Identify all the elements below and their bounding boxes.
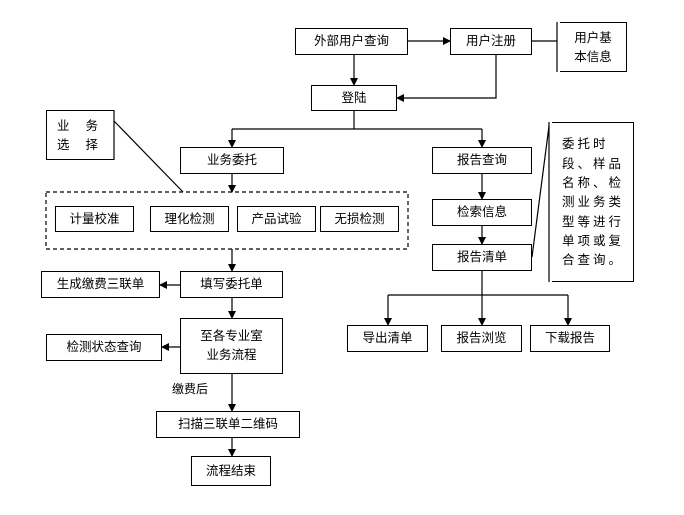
- external-user-query-node: 外部用户查询: [295, 28, 408, 55]
- report-query-node: 报告查询: [432, 147, 532, 174]
- fill-entrust-form-node: 填写委托单: [180, 271, 283, 298]
- business-options-note: 业 务 选 择: [46, 110, 114, 160]
- after-payment-label: 缴费后: [172, 382, 209, 396]
- measurement-calibration-node: 计量校准: [55, 206, 134, 232]
- product-test-node: 产品试验: [237, 206, 316, 232]
- retrieve-info-node: 检索信息: [432, 199, 532, 226]
- query-note: 委托时 段、样品 名称、检 测业务类 型等进行 单项或复 合查询。: [552, 122, 634, 282]
- edge-note-pointer: [531, 125, 550, 258]
- ndt-test-node: 无损检测: [320, 206, 399, 232]
- generate-triplicate-node: 生成缴费三联单: [41, 271, 160, 298]
- edge-options-pointer: [113, 120, 184, 193]
- business-entrust-node: 业务委托: [180, 147, 284, 174]
- scan-qr-node: 扫描三联单二维码: [156, 411, 300, 438]
- status-query-node: 检测状态查询: [46, 334, 162, 361]
- edge-register-to-login: [396, 55, 497, 102]
- user-register-node: 用户注册: [450, 28, 532, 55]
- login-node: 登陆: [311, 85, 397, 111]
- user-basic-info-note: 用户基 本信息: [560, 22, 627, 72]
- report-browse-node: 报告浏览: [441, 325, 522, 352]
- report-list-node: 报告清单: [432, 244, 532, 271]
- physchem-test-node: 理化检测: [150, 206, 229, 232]
- to-dept-flow-node: 至各专业室 业务流程: [180, 318, 283, 374]
- flow-end-node: 流程结束: [191, 456, 271, 486]
- export-list-node: 导出清单: [347, 325, 428, 352]
- download-report-node: 下载报告: [530, 325, 610, 352]
